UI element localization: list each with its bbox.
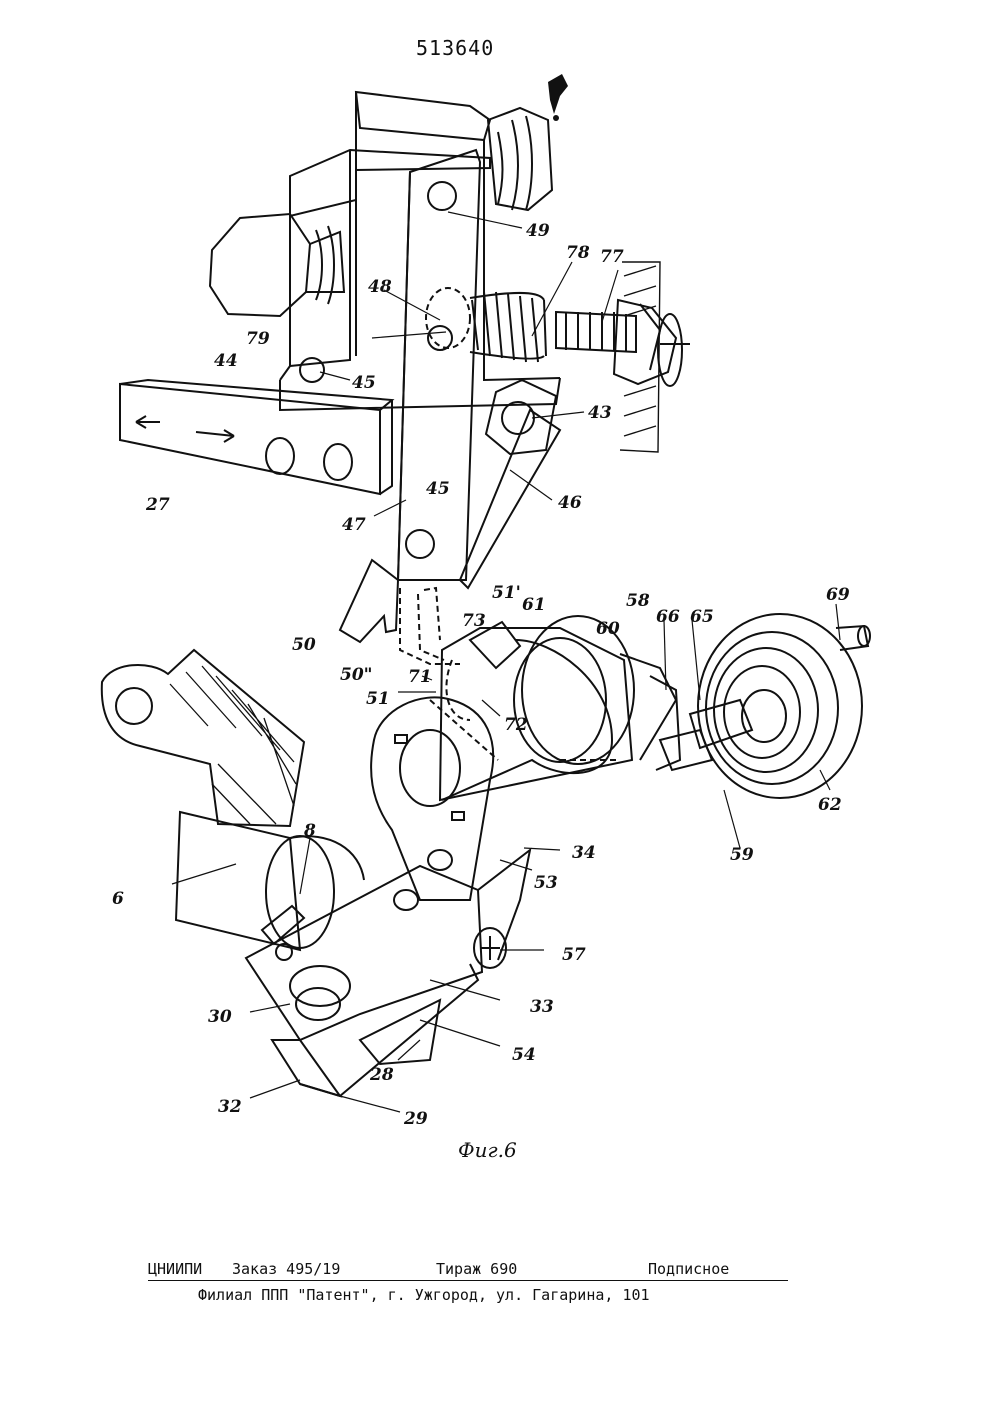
label-48: 48 bbox=[368, 277, 392, 297]
imprint-row-branch: Филиал ППП "Патент", г. Ужгород, ул. Гаг… bbox=[148, 1284, 788, 1306]
label-61: 61 bbox=[522, 595, 546, 615]
spring-drum bbox=[660, 614, 870, 798]
label-44: 44 bbox=[214, 351, 238, 371]
label-28: 28 bbox=[369, 1065, 394, 1085]
label-29: 29 bbox=[403, 1109, 428, 1129]
label-65: 65 bbox=[690, 607, 714, 627]
label-60: 60 bbox=[596, 619, 620, 639]
label-69: 69 bbox=[826, 585, 850, 605]
label-73: 73 bbox=[462, 611, 486, 631]
label-27: 27 bbox=[145, 495, 170, 515]
label-78: 78 bbox=[566, 243, 590, 263]
label-57: 57 bbox=[562, 945, 586, 965]
lower-cylinder bbox=[176, 812, 364, 960]
label-45-lower: 45 bbox=[426, 479, 450, 499]
hex-bolt-left bbox=[210, 214, 344, 316]
shaft-assembly bbox=[430, 616, 680, 800]
label-45-upper: 45 bbox=[352, 373, 376, 393]
label-50: 50 bbox=[292, 635, 316, 655]
pivot-arm bbox=[460, 380, 560, 588]
label-72: 72 bbox=[504, 715, 528, 735]
label-6: 6 bbox=[112, 889, 124, 909]
imprint-block: ЦНИИПИ Заказ 495/19 Тираж 690 Подписное … bbox=[148, 1258, 788, 1306]
imprint-row-publication: ЦНИИПИ Заказ 495/19 Тираж 690 Подписное bbox=[148, 1258, 788, 1281]
label-30: 30 bbox=[208, 1007, 232, 1027]
label-53: 53 bbox=[534, 873, 558, 893]
hatched-body bbox=[102, 650, 304, 826]
label-8: 8 bbox=[303, 821, 316, 841]
figure-caption: Фиг.6 bbox=[458, 1138, 517, 1162]
label-77: 77 bbox=[600, 247, 624, 267]
label-79: 79 bbox=[246, 329, 270, 349]
label-51: 51 bbox=[366, 689, 390, 709]
label-59: 59 bbox=[730, 845, 754, 865]
label-47: 47 bbox=[342, 515, 366, 535]
imprint-order: Заказ 495/19 bbox=[232, 1260, 340, 1278]
hook bbox=[340, 560, 460, 664]
hex-nut-top bbox=[488, 108, 552, 210]
vertical-lever bbox=[398, 150, 480, 580]
spring-and-adjust-bolt bbox=[470, 292, 690, 386]
label-71: 71 bbox=[408, 667, 432, 687]
label-34: 34 bbox=[572, 843, 596, 863]
ink-speck bbox=[548, 74, 568, 121]
label-51-prime: 51' bbox=[492, 583, 521, 603]
label-49: 49 bbox=[526, 221, 550, 241]
label-33: 33 bbox=[530, 997, 554, 1017]
label-58: 58 bbox=[626, 591, 650, 611]
label-32: 32 bbox=[218, 1097, 242, 1117]
imprint-subscription: Подписное bbox=[648, 1260, 729, 1278]
leader-lines bbox=[172, 212, 840, 1112]
label-50-double-prime: 50" bbox=[340, 665, 373, 685]
label-46: 46 bbox=[558, 493, 582, 513]
label-43: 43 bbox=[588, 403, 612, 423]
label-66: 66 bbox=[656, 607, 680, 627]
imprint-circulation: Тираж 690 bbox=[436, 1260, 517, 1278]
lever-plate bbox=[371, 697, 493, 900]
label-54: 54 bbox=[512, 1045, 536, 1065]
imprint-branch: Филиал ППП "Патент", г. Ужгород, ул. Гаг… bbox=[198, 1286, 650, 1304]
crank-plate bbox=[246, 850, 530, 1096]
imprint-org: ЦНИИПИ bbox=[148, 1260, 202, 1278]
label-62: 62 bbox=[818, 795, 842, 815]
